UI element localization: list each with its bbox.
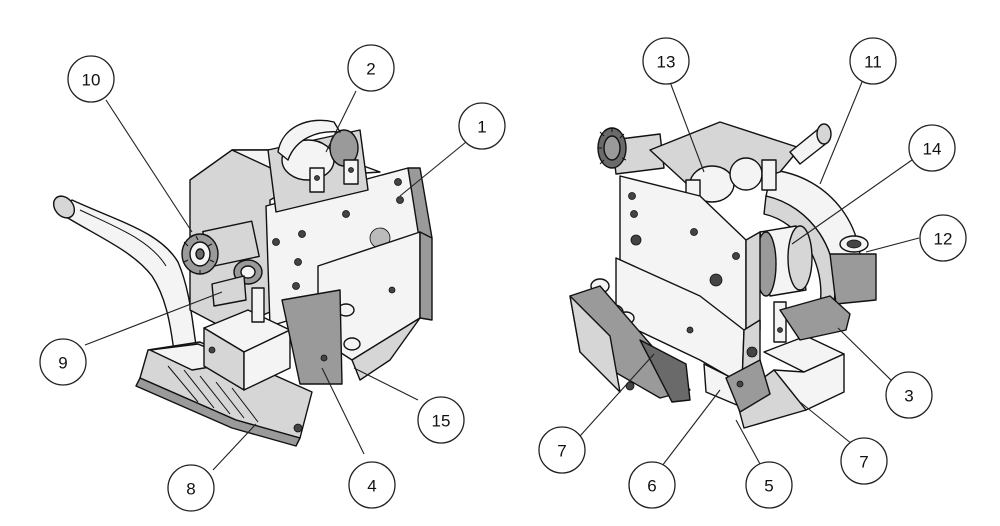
bracket-right bbox=[735, 295, 851, 429]
callout-label: 2 bbox=[366, 60, 375, 79]
callout-label: 13 bbox=[657, 53, 676, 72]
callout-bubble-15: 15 bbox=[417, 396, 465, 444]
callout-bubble-5: 5 bbox=[745, 461, 793, 509]
callout-bubble-4: 4 bbox=[348, 461, 396, 509]
callout-label: 8 bbox=[186, 480, 195, 499]
callout-bubble-11: 11 bbox=[849, 37, 897, 85]
callout-label: 3 bbox=[904, 387, 913, 406]
callout-bubble-6: 6 bbox=[628, 461, 676, 509]
callout-label: 7 bbox=[557, 442, 566, 461]
top-roller-right bbox=[649, 121, 832, 211]
callout-label: 7 bbox=[859, 453, 868, 472]
front-block-left bbox=[317, 231, 433, 381]
ring-housing-right bbox=[763, 169, 877, 307]
adjust-knob-left bbox=[181, 220, 260, 275]
callout-label: 15 bbox=[432, 412, 451, 431]
left-leaders bbox=[84, 90, 467, 471]
bracket-left bbox=[203, 287, 343, 391]
callout-label: 4 bbox=[367, 477, 376, 496]
callout-label: 6 bbox=[647, 477, 656, 496]
callout-label: 11 bbox=[864, 53, 882, 72]
callout-bubble-9: 9 bbox=[39, 338, 87, 386]
callout-label: 1 bbox=[477, 118, 486, 137]
callout-bubble-1: 1 bbox=[458, 102, 506, 150]
lower-block-right bbox=[703, 346, 771, 413]
hose-left bbox=[52, 195, 197, 353]
top-roller-left bbox=[267, 119, 369, 213]
callout-bubble-3: 3 bbox=[885, 371, 933, 419]
right-leaders bbox=[579, 81, 920, 467]
nozzle-skid-left bbox=[135, 341, 313, 447]
right-assembly-view bbox=[569, 121, 877, 429]
callout-label: 12 bbox=[934, 230, 953, 249]
callout-label: 5 bbox=[764, 477, 773, 496]
callout-bubble-2: 2 bbox=[347, 44, 395, 92]
callout-bubble-12: 12 bbox=[919, 214, 967, 262]
callout-bubble-8: 8 bbox=[167, 464, 215, 512]
callout-bubble-10: 10 bbox=[67, 55, 115, 103]
left-assembly-view bbox=[52, 119, 433, 447]
callout-bubble-13: 13 bbox=[642, 37, 690, 85]
adjust-knob-right bbox=[597, 127, 665, 175]
callout-bubble-7-left: 7 bbox=[538, 426, 586, 474]
drive-gear-left bbox=[211, 259, 263, 307]
callout-bubble-14: 14 bbox=[908, 124, 956, 172]
callout-label: 14 bbox=[923, 140, 942, 159]
callout-label: 9 bbox=[58, 354, 67, 373]
callout-bubble-7-right: 7 bbox=[840, 437, 888, 485]
callout-label: 10 bbox=[82, 71, 101, 90]
